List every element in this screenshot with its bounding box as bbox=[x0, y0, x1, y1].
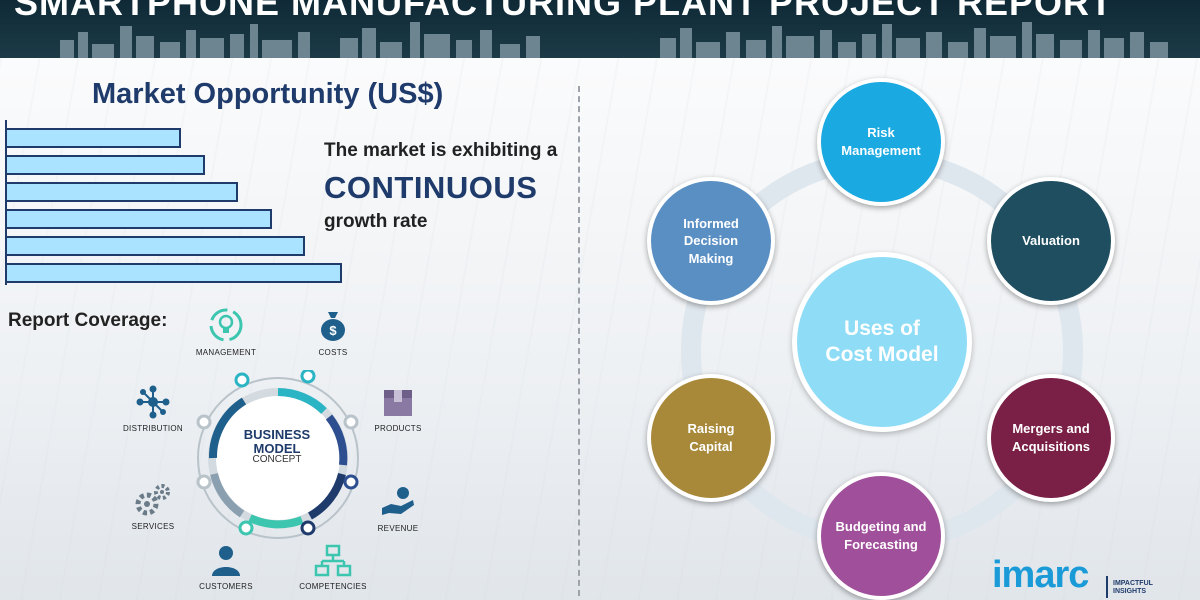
coverage-label: MANAGEMENT bbox=[195, 348, 257, 357]
business-model-line-1: BUSINESS bbox=[243, 427, 311, 442]
cost-model-center: Uses of Cost Model bbox=[792, 252, 972, 432]
growth-bar bbox=[7, 236, 305, 256]
business-model-line-2: MODEL bbox=[253, 440, 301, 456]
market-text-line-1: The market is exhibiting a bbox=[324, 140, 558, 161]
report-coverage-label: Report Coverage: bbox=[8, 310, 168, 331]
logo-tagline: IMPACTFUL INSIGHTS bbox=[1113, 580, 1153, 595]
coverage-item-competencies: COMPETENCIES bbox=[288, 544, 378, 591]
coverage-item-customers: CUSTOMERS bbox=[181, 544, 271, 591]
coverage-item-management: MANAGEMENT bbox=[181, 306, 271, 357]
logo-divider bbox=[1106, 576, 1108, 598]
market-opportunity-title: Market Opportunity (US$) bbox=[92, 78, 444, 110]
node-valuation: Valuation bbox=[987, 177, 1115, 305]
coverage-label: PRODUCTS bbox=[374, 424, 422, 433]
node-informed-decision-making: Informed Decision Making bbox=[647, 177, 775, 305]
business-model-ring bbox=[196, 370, 359, 539]
money-bag-icon: $ bbox=[321, 312, 345, 341]
banner-title: SMARTPHONE MANUFACTURING PLANT PROJECT R… bbox=[14, 0, 1114, 23]
top-banner: SMARTPHONE MANUFACTURING PLANT PROJECT R… bbox=[0, 0, 1200, 58]
coverage-label: CUSTOMERS bbox=[199, 582, 253, 591]
node-budgeting-forecasting: Budgeting and Forecasting bbox=[817, 472, 945, 600]
growth-bar bbox=[7, 182, 238, 202]
person-icon bbox=[212, 546, 240, 576]
node-label: Informed Decision Making bbox=[683, 215, 739, 266]
hierarchy-icon bbox=[314, 544, 352, 577]
growth-bar bbox=[7, 263, 342, 283]
coverage-item-products: PRODUCTS bbox=[353, 384, 443, 433]
management-icon bbox=[209, 308, 243, 342]
imarc-logo: imarc bbox=[992, 554, 1089, 596]
city-skyline-graphic bbox=[60, 22, 1168, 58]
coverage-label: SERVICES bbox=[131, 522, 175, 531]
logo-tagline-line-2: INSIGHTS bbox=[1113, 587, 1147, 595]
coverage-label: COMPETENCIES bbox=[299, 582, 367, 591]
node-mergers-acquisitions: Mergers and Acquisitions bbox=[987, 374, 1115, 502]
market-text-line-3: growth rate bbox=[324, 211, 428, 232]
node-label: Raising Capital bbox=[687, 421, 735, 454]
growth-bar bbox=[7, 128, 181, 148]
box-icon bbox=[384, 390, 412, 416]
bars-axis bbox=[5, 120, 7, 285]
growth-bar bbox=[7, 155, 205, 175]
coverage-label: COSTS bbox=[318, 348, 348, 357]
svg-text:$: $ bbox=[329, 323, 337, 338]
network-icon bbox=[136, 385, 170, 419]
growth-bar bbox=[7, 209, 272, 229]
node-label: Mergers and Acquisitions bbox=[1011, 421, 1090, 454]
coverage-label: DISTRIBUTION bbox=[122, 424, 184, 433]
section-divider bbox=[578, 86, 580, 596]
cost-model-center-line-2: Cost Model bbox=[825, 343, 939, 366]
coverage-item-distribution: DISTRIBUTION bbox=[108, 384, 198, 433]
business-model-line-3: CONCEPT bbox=[252, 454, 302, 466]
coverage-label: REVENUE bbox=[377, 524, 419, 533]
node-raising-capital: Raising Capital bbox=[647, 374, 775, 502]
node-label: Budgeting and Forecasting bbox=[835, 519, 927, 552]
node-label: Risk Management bbox=[841, 125, 921, 158]
coverage-item-services: SERVICES bbox=[108, 482, 198, 531]
gears-icon bbox=[135, 484, 170, 516]
market-text-highlight: CONTINUOUS bbox=[324, 170, 538, 205]
node-label: Valuation bbox=[1022, 233, 1080, 249]
cost-model-center-line-1: Uses of bbox=[844, 316, 920, 340]
coverage-item-costs: $ COSTS bbox=[288, 306, 378, 357]
business-model-label: BUSINESS MODEL CONCEPT bbox=[232, 428, 322, 466]
coverage-item-revenue: REVENUE bbox=[353, 484, 443, 533]
logo-tagline-line-1: IMPACTFUL bbox=[1113, 580, 1153, 587]
node-risk-management: Risk Management bbox=[817, 78, 945, 206]
hand-coin-icon bbox=[382, 487, 414, 515]
